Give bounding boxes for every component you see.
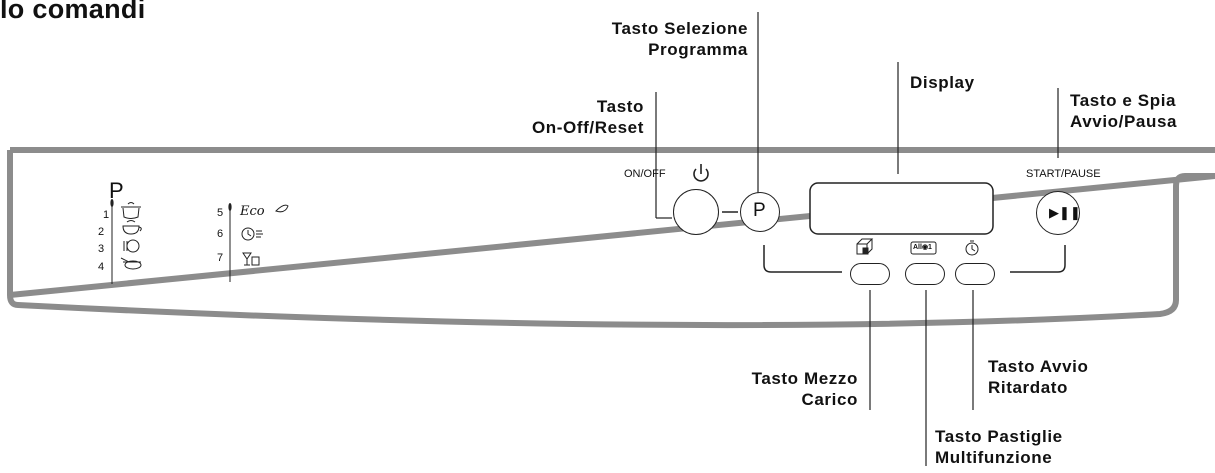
plates-icon [123, 239, 140, 253]
timer-icon [965, 240, 979, 256]
eco-label: Eco [240, 204, 265, 219]
program-letter: P [109, 178, 124, 203]
program-number-4: 4 [98, 261, 105, 273]
page-title: lo comandi [0, 0, 146, 24]
onoff-reset-button[interactable] [673, 189, 719, 235]
half-load-icon [856, 238, 874, 255]
casserole-icon [122, 220, 142, 235]
p-button-label: P [753, 200, 766, 221]
bowl-icon [120, 257, 142, 270]
callout-onoff-reset: Tasto On-Off/Reset [531, 97, 644, 137]
program-number-5: 5 [217, 207, 224, 219]
program-number-2: 2 [98, 226, 105, 238]
callout-multitab: Tasto Pastiglie Multifunzione [935, 427, 1063, 467]
play-pause-icon: ▶❚❚ [1049, 205, 1081, 220]
clock-fast-icon [241, 227, 263, 241]
program-number-6: 6 [217, 228, 224, 240]
program-number-1: 1 [103, 209, 110, 221]
multitab-icon-text: All◉1 [913, 244, 932, 251]
display-window [809, 182, 994, 235]
callout-start-pause: Tasto e Spia Avvio/Pausa [1070, 91, 1178, 131]
callout-half-load: Tasto Mezzo Carico [751, 369, 858, 409]
glass-icon [242, 252, 260, 266]
button-bracket [763, 245, 1066, 273]
program-number-7: 7 [217, 252, 224, 264]
pot-icon [121, 202, 141, 219]
callout-display: Display [910, 73, 975, 92]
multitab-icon [910, 241, 937, 255]
panel-outline [7, 147, 1215, 329]
power-icon [693, 164, 709, 182]
start-pause-label: START/PAUSE [1026, 168, 1101, 180]
start-pause-button[interactable]: ▶❚❚ [1036, 191, 1081, 235]
program-number-3: 3 [98, 243, 105, 255]
callout-delayed-start: Tasto Avvio Ritardato [988, 357, 1089, 397]
delayed-start-button[interactable] [955, 263, 995, 285]
program-select-button[interactable]: P [740, 192, 780, 232]
leaf-icon [275, 204, 289, 213]
onoff-label: ON/OFF [624, 168, 666, 180]
half-load-button[interactable] [850, 263, 890, 285]
multitab-button[interactable] [905, 263, 945, 285]
callout-program-select: Tasto Selezione Programma [611, 19, 748, 59]
